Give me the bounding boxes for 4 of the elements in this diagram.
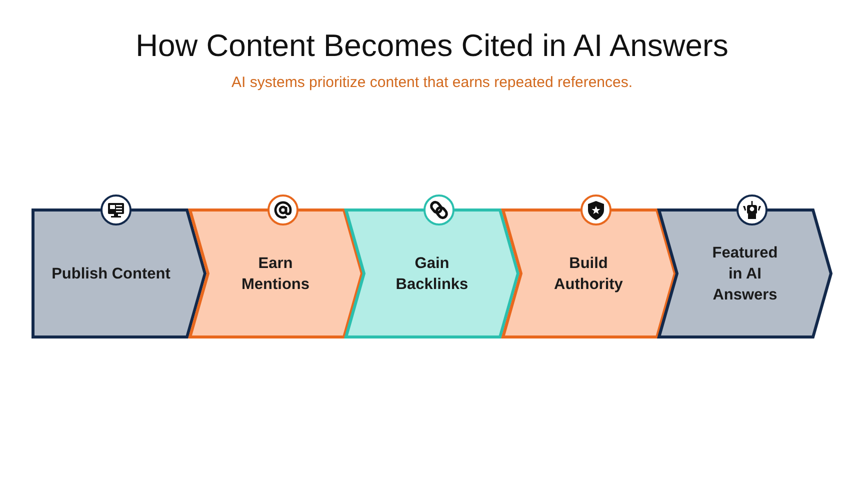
subtitle: AI systems prioritize content that earns repeated references. [230,74,634,91]
step-label: Publish Content [50,264,172,284]
step-label: Featured in AI Answers [711,243,779,305]
title: How Content Becomes Cited in AI Answers [134,28,730,64]
